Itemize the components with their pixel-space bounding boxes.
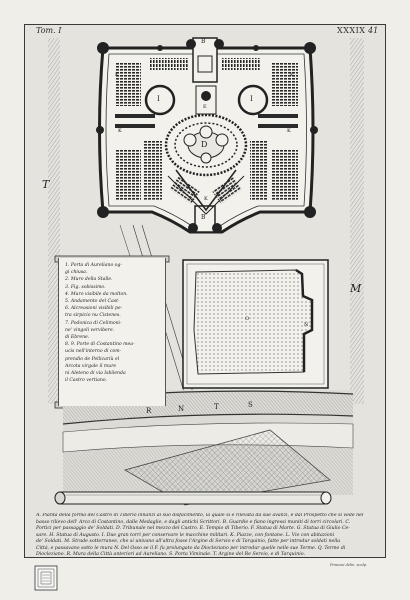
legend-item: Arcota virgale il mure (65, 363, 117, 369)
bottom-scroll (54, 491, 332, 505)
label-argine-left: T (42, 178, 50, 191)
legend-item: ni Aleteno di via Isbilenda (65, 371, 126, 377)
label-o: O (245, 316, 250, 322)
legend-scroll: 1. Porta di Aureliano og- gi chiusa. 2. … (58, 258, 166, 406)
plate-number: 41 (368, 26, 379, 35)
caption-line: de' Soldati. M. Strade sotterranee, che … (36, 539, 341, 544)
legend-item: ucis nell'interno di com- (65, 349, 122, 355)
label-river-t: T (214, 403, 219, 411)
label-gate-top: B (201, 38, 206, 45)
legend-item: 6. Alcreasioni visibili pe- (65, 306, 123, 312)
collector-stamp (34, 565, 58, 591)
plate-caption: A. Pianta della forma del Castro di Tibe… (36, 513, 376, 563)
caption-line: A. Pianta della forma del Castro di Tibe… (36, 513, 364, 518)
label-piazza-right-2: K (287, 128, 291, 134)
label-gate-bottom: B (201, 214, 206, 221)
caption-line: sare. H. Statua di Augusto. I. Due gran … (36, 532, 335, 538)
legend-item: 5. Andamento del Cast- (65, 299, 120, 305)
engraver-credit: Piranesi delin. sculp. (330, 563, 368, 567)
label-piazza-left: K (115, 72, 119, 78)
legend-item: 3. Fig. sobissimo. (65, 284, 106, 290)
label-river-r: R (146, 407, 152, 415)
volume-label: Tom. I (36, 26, 62, 35)
legend-item: tra sirpicio nu Cistenes. (65, 313, 121, 319)
label-tower-left: I (157, 95, 160, 103)
legend-item: 7. Podonica dì Celimoni- (65, 320, 122, 326)
left-margin-hatching (48, 38, 60, 404)
caption-line: Portici per passaggio de' Soldati. D. Tr… (36, 526, 350, 531)
caption-line: basso rilievo dell' Arco di Costantino, … (36, 519, 351, 525)
wall-plan (182, 259, 329, 389)
label-tower-right: I (250, 95, 253, 103)
caption-line: Diocleziano. R. Mura della Città anterio… (36, 552, 305, 557)
legend-item: 1. Porta di Aureliano og- (65, 263, 122, 268)
label-river-s: S (248, 401, 253, 409)
legend-item: 4. Muro visibile da molton. (65, 291, 128, 297)
lower-map (62, 390, 354, 506)
plate-roman-number: XXXIX (337, 26, 366, 35)
label-piazza-right: K (290, 72, 294, 78)
label-piazza-left-2: K (118, 128, 122, 134)
label-piazza-bottom: K (204, 196, 208, 202)
caption-line: Città, e passavano sotto le mura N. Del … (36, 545, 346, 551)
label-tribunal: D (201, 140, 208, 149)
legend-item: 8. 9. Porte di Costantino mea- (65, 342, 135, 348)
castro-plan (96, 37, 318, 234)
label-n: N (304, 322, 309, 328)
right-margin-hatching (350, 38, 364, 404)
legend-item: prendio de Pellicariù el (65, 356, 120, 362)
legend-item: di Ebrene. (65, 335, 90, 341)
legend-item: gi chiusa. (65, 270, 88, 276)
label-temple: E (203, 104, 207, 110)
legend-item: 2. Muro della Stalle. (65, 277, 113, 283)
label-river-n: N (178, 405, 185, 413)
legend-item: ne' vingoli vervibere. (65, 327, 115, 333)
legend-item: il Castro vertiano. (65, 378, 107, 384)
label-strade-right: M (350, 282, 362, 295)
